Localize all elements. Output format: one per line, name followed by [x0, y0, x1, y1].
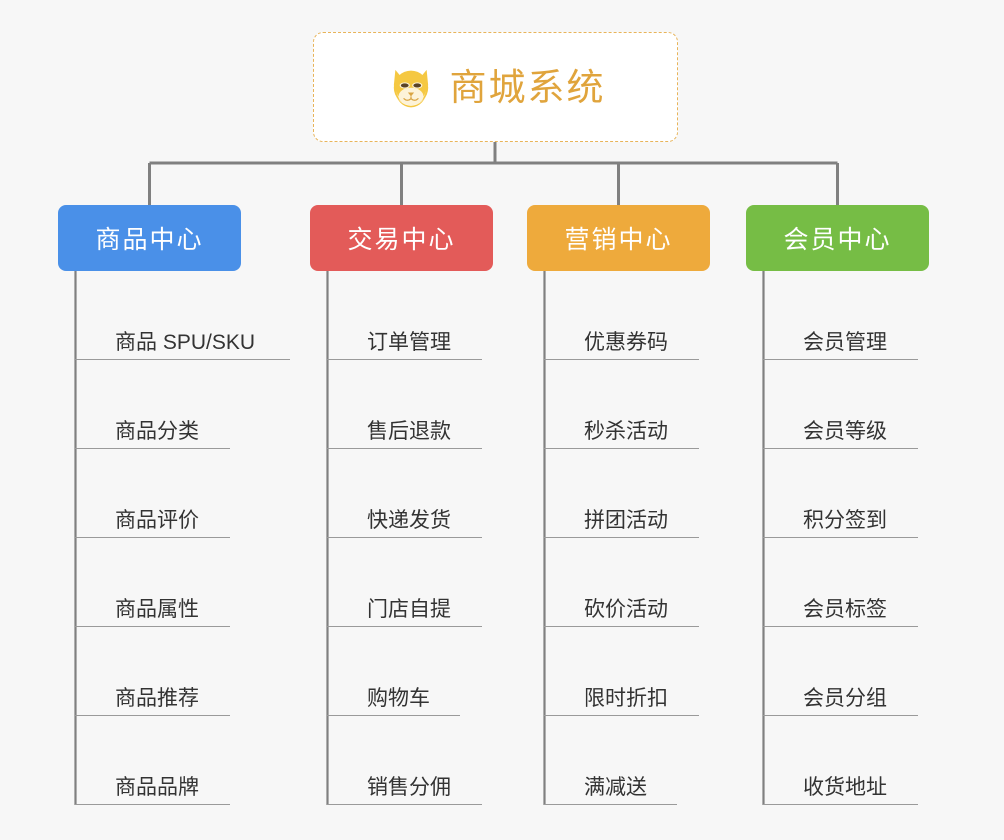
root-node[interactable]: 商城系统: [313, 32, 678, 142]
leaf-underline: [763, 804, 918, 805]
leaf-label: 积分签到: [803, 508, 887, 532]
leaf-underline: [327, 537, 482, 538]
branch-header-label: 营销中心: [564, 226, 673, 254]
leaf-item[interactable]: 商品品牌: [75, 716, 241, 805]
leaf-underline: [763, 537, 918, 538]
branch-column: 交易中心订单管理售后退款快递发货门店自提购物车销售分佣: [310, 205, 493, 805]
leaf-underline: [327, 359, 482, 360]
leaf-item[interactable]: 会员分组: [763, 627, 929, 716]
leaf-item[interactable]: 门店自提: [327, 538, 493, 627]
leaf-item[interactable]: 商品分类: [75, 360, 241, 449]
leaf-item[interactable]: 收货地址: [763, 716, 929, 805]
leaf-item[interactable]: 积分签到: [763, 449, 929, 538]
leaf-label: 会员等级: [803, 419, 887, 443]
leaf-list: 会员管理会员等级积分签到会员标签会员分组收货地址: [763, 271, 929, 805]
leaf-item[interactable]: 拼团活动: [544, 449, 710, 538]
leaf-underline: [75, 359, 290, 360]
leaf-label: 订单管理: [367, 330, 451, 354]
leaf-item[interactable]: 满减送: [544, 716, 710, 805]
leaf-underline: [763, 359, 918, 360]
leaf-underline: [327, 804, 482, 805]
branch-header-label: 商品中心: [95, 226, 204, 254]
leaf-underline: [544, 804, 677, 805]
leaf-label: 砍价活动: [584, 597, 668, 621]
shiba-dog-icon: [393, 69, 428, 108]
leaf-item[interactable]: 商品评价: [75, 449, 241, 538]
leaf-underline: [544, 537, 699, 538]
leaf-item[interactable]: 商品推荐: [75, 627, 241, 716]
leaf-underline: [544, 359, 699, 360]
leaf-label: 收货地址: [803, 775, 887, 799]
leaf-underline: [763, 448, 918, 449]
branch-header-4[interactable]: 会员中心: [746, 205, 929, 271]
leaf-underline: [763, 626, 918, 627]
leaf-underline: [763, 715, 918, 716]
branch-column: 营销中心优惠券码秒杀活动拼团活动砍价活动限时折扣满减送: [527, 205, 710, 805]
leaf-list: 订单管理售后退款快递发货门店自提购物车销售分佣: [327, 271, 493, 805]
leaf-label: 优惠券码: [584, 330, 668, 354]
leaf-label: 销售分佣: [367, 775, 451, 799]
leaf-item[interactable]: 销售分佣: [327, 716, 493, 805]
leaf-label: 售后退款: [367, 419, 451, 443]
branch-header-label: 会员中心: [783, 226, 892, 254]
leaf-label: 快递发货: [367, 508, 451, 532]
leaf-item[interactable]: 会员等级: [763, 360, 929, 449]
leaf-item[interactable]: 订单管理: [327, 271, 493, 360]
leaf-item[interactable]: 会员标签: [763, 538, 929, 627]
leaf-item[interactable]: 砍价活动: [544, 538, 710, 627]
leaf-label: 门店自提: [367, 597, 451, 621]
branch-header-3[interactable]: 营销中心: [527, 205, 710, 271]
leaf-label: 商品 SPU/SKU: [115, 330, 256, 354]
leaf-label: 拼团活动: [584, 508, 668, 532]
leaf-label: 限时折扣: [584, 686, 668, 710]
leaf-label: 商品品牌: [115, 775, 199, 799]
leaf-item[interactable]: 优惠券码: [544, 271, 710, 360]
leaf-label: 会员标签: [803, 597, 887, 621]
leaf-item[interactable]: 秒杀活动: [544, 360, 710, 449]
leaf-label: 商品属性: [115, 597, 199, 621]
root-title: 商城系统: [449, 66, 606, 108]
leaf-underline: [75, 715, 230, 716]
leaf-underline: [75, 537, 230, 538]
leaf-underline: [544, 448, 699, 449]
branch-column: 商品中心商品 SPU/SKU 商品分类商品评价商品属性商品推荐商品品牌: [58, 205, 290, 805]
leaf-underline: [327, 448, 482, 449]
leaf-label: 满减送: [584, 775, 647, 799]
leaf-underline: [75, 626, 230, 627]
leaf-item[interactable]: 限时折扣: [544, 627, 710, 716]
branch-header-label: 交易中心: [347, 226, 456, 254]
leaf-label: 购物车: [367, 686, 430, 710]
leaf-underline: [544, 626, 699, 627]
leaf-underline: [75, 804, 230, 805]
leaf-underline: [75, 448, 230, 449]
leaf-label: 商品评价: [115, 508, 199, 532]
leaf-item[interactable]: 商品 SPU/SKU: [75, 271, 290, 360]
branch-header-2[interactable]: 交易中心: [310, 205, 493, 271]
leaf-list: 优惠券码秒杀活动拼团活动砍价活动限时折扣满减送: [544, 271, 710, 805]
leaf-list: 商品 SPU/SKU 商品分类商品评价商品属性商品推荐商品品牌: [75, 271, 290, 805]
leaf-label: 秒杀活动: [584, 419, 668, 443]
leaf-underline: [544, 715, 699, 716]
leaf-item[interactable]: 商品属性: [75, 538, 241, 627]
leaf-item[interactable]: 购物车: [327, 627, 493, 716]
leaf-label: 商品推荐: [115, 686, 199, 710]
leaf-item[interactable]: 会员管理: [763, 271, 929, 360]
branch-header-1[interactable]: 商品中心: [58, 205, 241, 271]
leaf-underline: [327, 715, 460, 716]
branch-column: 会员中心会员管理会员等级积分签到会员标签会员分组收货地址: [746, 205, 929, 805]
leaf-underline: [327, 626, 482, 627]
leaf-label: 商品分类: [115, 419, 199, 443]
leaf-label: 会员分组: [803, 686, 887, 710]
leaf-label: 会员管理: [803, 330, 887, 354]
leaf-item[interactable]: 快递发货: [327, 449, 493, 538]
leaf-item[interactable]: 售后退款: [327, 360, 493, 449]
